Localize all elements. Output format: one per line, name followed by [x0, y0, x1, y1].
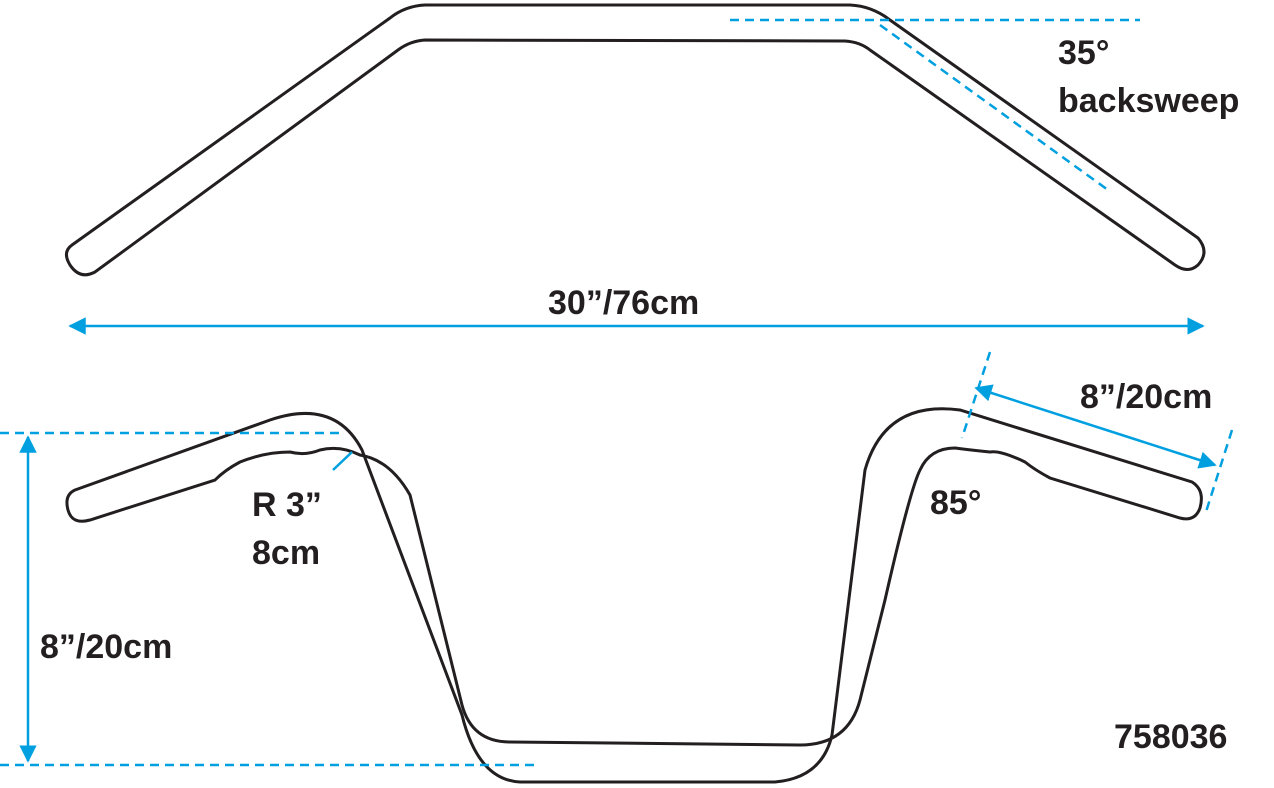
grip-extension-line-2 [1203, 429, 1234, 516]
radius-label: R 3” [252, 486, 322, 524]
radius-metric-label: 8cm [252, 534, 321, 572]
grip-extension-line-1 [960, 351, 992, 439]
handlebar-front-view [65, 407, 1203, 784]
bend-angle-label: 85° [930, 484, 982, 522]
backsweep-angle-label: 35° [1058, 34, 1110, 72]
backsweep-angle-line [879, 23, 1109, 192]
part-number: 758036 [1114, 718, 1228, 756]
backsweep-text-label: backsweep [1058, 82, 1240, 120]
width-label: 30”/76cm [548, 284, 700, 322]
radius-leader [332, 451, 353, 471]
rise-label: 8”/20cm [40, 628, 173, 666]
grip-dimension-arrow [974, 384, 1217, 469]
handlebar-top-view [65, 3, 1206, 277]
grip-length-label: 8”/20cm [1080, 378, 1213, 416]
